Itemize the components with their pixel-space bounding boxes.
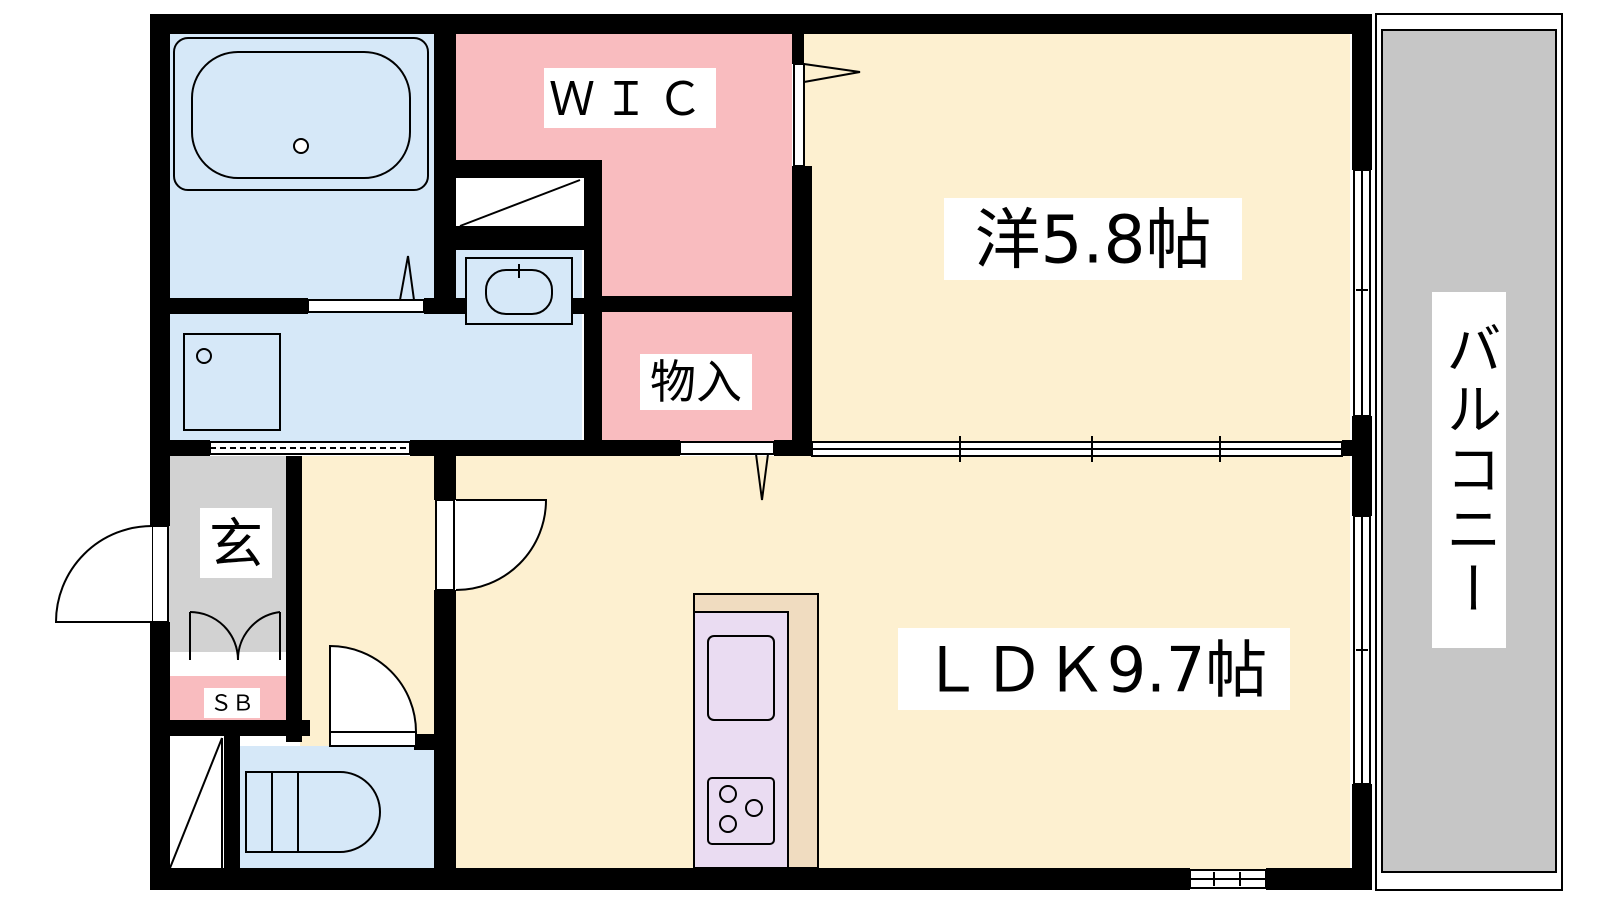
kitchen-sink bbox=[707, 635, 775, 721]
outer-wall-right-2 bbox=[1352, 416, 1372, 516]
walls bbox=[150, 14, 1372, 890]
doors bbox=[54, 63, 861, 869]
washroom-wall-bottom-mid bbox=[410, 440, 680, 456]
bath-wall-right bbox=[434, 34, 456, 314]
front-door-swing bbox=[54, 525, 153, 623]
outer-wall-top bbox=[150, 14, 1372, 34]
shoe-box-label: ＳＢ bbox=[210, 692, 254, 717]
outer-wall-left-bottom bbox=[150, 622, 170, 890]
toilet-wall-left bbox=[224, 730, 240, 890]
hallway-wall-left bbox=[286, 456, 302, 742]
wic-door-swing bbox=[803, 63, 861, 83]
ldk-label: ＬＤＫ9.7帖 bbox=[921, 634, 1268, 707]
stove-burner-3 bbox=[719, 815, 737, 833]
outer-wall-bottom-right bbox=[1266, 868, 1372, 890]
wic-wall-right-top bbox=[792, 34, 804, 64]
balcony-label: バルコニー bbox=[1437, 320, 1502, 620]
bath-door-swing bbox=[398, 255, 416, 301]
shoe-box-door-left bbox=[189, 611, 239, 661]
outer-wall-left-top bbox=[150, 14, 170, 526]
toilet-bowl bbox=[271, 771, 381, 853]
sb-wall-bottom bbox=[150, 720, 310, 736]
western-room-label: 洋5.8帖 bbox=[975, 202, 1212, 279]
western-wall-bottom-right bbox=[1342, 440, 1372, 456]
ldk-door-swing bbox=[455, 499, 548, 591]
wic-label: ＷＩＣ bbox=[549, 72, 711, 126]
kitchen-stove bbox=[707, 777, 775, 845]
front-door-frame bbox=[151, 525, 169, 623]
washroom-wall-bottom-right bbox=[774, 440, 812, 456]
toilet-tank bbox=[245, 771, 273, 853]
outer-wall-right-1 bbox=[1352, 14, 1372, 170]
entrance-label: 玄 bbox=[209, 513, 263, 576]
ldk-label-bg bbox=[898, 628, 1290, 710]
bath-wall-bottom bbox=[168, 298, 308, 314]
balcony-railing bbox=[1375, 13, 1563, 891]
storage-door-panel bbox=[679, 441, 775, 455]
entrance-label-bg bbox=[200, 508, 272, 578]
wic-floor-bottom bbox=[602, 160, 792, 296]
closet-diagonal bbox=[169, 737, 223, 869]
wic-inner-wall-right bbox=[584, 160, 602, 450]
washing-machine-drain bbox=[196, 348, 212, 364]
western-room-label-bg bbox=[944, 198, 1242, 280]
cabinet-diagonal bbox=[459, 179, 581, 227]
windows bbox=[209, 63, 1371, 889]
balcony-label-bg bbox=[1432, 292, 1506, 648]
wic-door-panel bbox=[793, 63, 805, 167]
wic-wall-bottom bbox=[602, 296, 792, 312]
bathtub-drain bbox=[293, 138, 309, 154]
storage-door-swing bbox=[755, 453, 769, 501]
washing-machine-pan bbox=[183, 333, 281, 431]
wic-wall-right bbox=[792, 166, 812, 456]
room-labels: ＷＩＣ 洋5.8帖 物入 玄 ＳＢ ＬＤＫ9.7帖 バルコニー bbox=[200, 68, 1506, 718]
balcony-inner-edge bbox=[1381, 29, 1557, 873]
fixtures bbox=[173, 37, 819, 869]
storage-label: 物入 bbox=[650, 355, 742, 409]
wic-inner-wall-top bbox=[456, 160, 602, 178]
ldk-door-frame bbox=[435, 499, 455, 591]
toilet-door-swing bbox=[329, 644, 418, 733]
hallway-wall-right-top bbox=[434, 456, 456, 500]
toilet-wall-top bbox=[414, 734, 454, 750]
outer-wall-bottom-left bbox=[150, 868, 1190, 890]
shoe-box-label-bg bbox=[204, 688, 260, 718]
outer-wall-right-3 bbox=[1352, 784, 1372, 890]
cabinet-wall-bottom bbox=[456, 226, 602, 250]
bathtub-inner bbox=[191, 51, 411, 179]
bath-door-panel bbox=[307, 299, 425, 313]
stove-burner-1 bbox=[719, 785, 737, 803]
shoe-box-door-right bbox=[236, 611, 281, 661]
balcony bbox=[1375, 13, 1563, 891]
storage-label-bg bbox=[640, 354, 752, 410]
wic-label-bg bbox=[544, 68, 716, 128]
stove-burner-2 bbox=[745, 799, 763, 817]
washroom-wall-bottom-left bbox=[150, 440, 210, 456]
toilet-door-panel bbox=[329, 731, 417, 747]
